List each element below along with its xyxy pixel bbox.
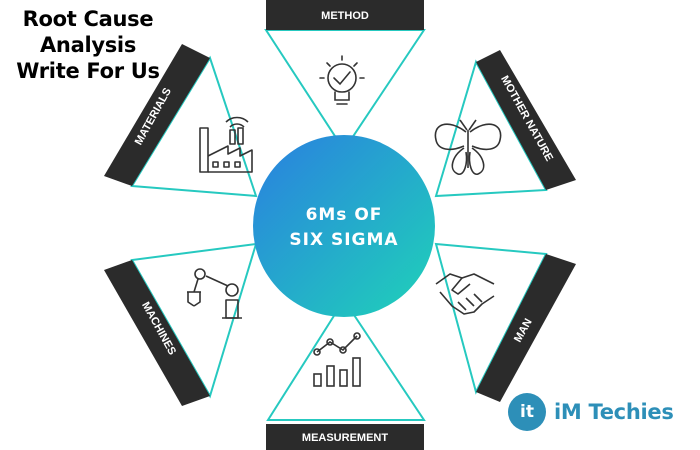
category-method: METHOD xyxy=(264,0,426,152)
robotic-arm-icon xyxy=(187,268,242,319)
category-man: MAN xyxy=(434,242,576,402)
lightbulb-check-icon xyxy=(319,55,365,105)
category-label-measurement: MEASUREMENT xyxy=(302,432,388,444)
page-title-line1: Root Cause xyxy=(22,7,154,31)
page-title-line2: Analysis xyxy=(39,33,137,57)
factory-icon xyxy=(199,116,253,173)
category-label-method: METHOD xyxy=(321,10,369,22)
center-title-line2: SIX SIGMA xyxy=(289,230,398,250)
category-mother-nature: MOTHER NATURE xyxy=(434,50,576,198)
brand-name: iM Techies xyxy=(554,400,674,424)
growth-chart-icon xyxy=(313,332,361,387)
brand: it iM Techies xyxy=(508,392,674,432)
butterfly-icon xyxy=(434,119,502,175)
handshake-icon xyxy=(435,273,495,315)
category-measurement: MEASUREMENT xyxy=(266,298,426,450)
center-hub xyxy=(253,135,435,317)
page-title-line3: Write For Us xyxy=(16,59,160,83)
center-title-line1: 6Ms OF xyxy=(306,205,383,225)
brand-logo-icon: it xyxy=(508,393,546,431)
category-machines: MACHINES xyxy=(104,242,258,406)
page-title: Root Cause Analysis Write For Us xyxy=(4,6,172,84)
